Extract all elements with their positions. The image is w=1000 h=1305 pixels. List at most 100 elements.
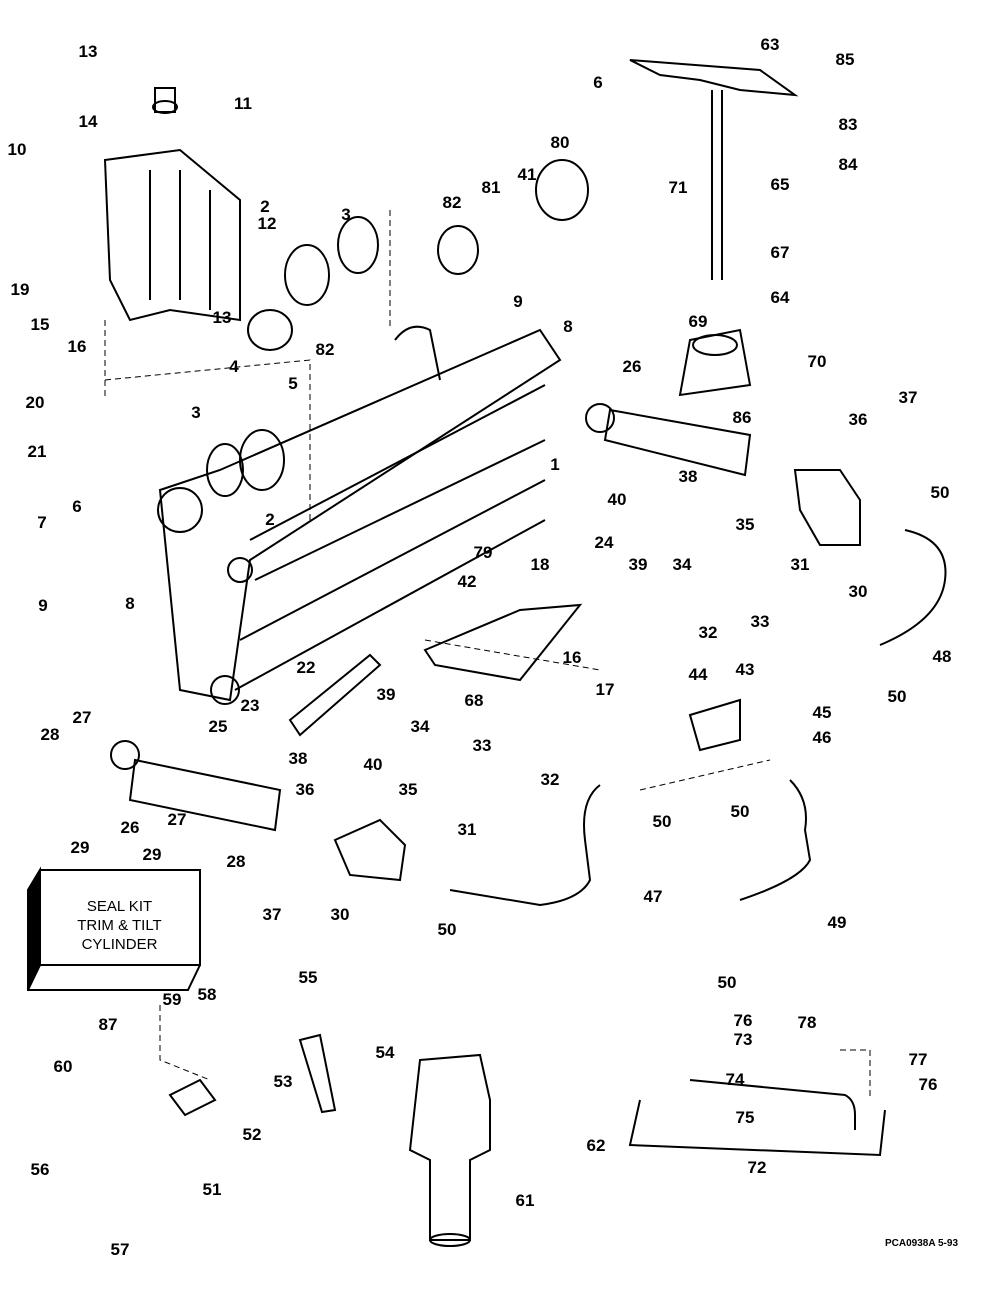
callout-33: 33 (750, 612, 770, 631)
callout-74: 74 (725, 1070, 745, 1089)
callout-27: 27 (167, 810, 187, 829)
swivel-bracket (157, 325, 562, 705)
callout-51: 51 (202, 1180, 222, 1199)
callout-13: 13 (212, 308, 232, 327)
dashed-lines (104, 210, 871, 1100)
callout-7: 7 (37, 513, 47, 532)
callout-36: 36 (848, 410, 868, 429)
callout-32: 32 (698, 623, 718, 642)
callout-22: 22 (296, 658, 316, 677)
steering-arm (629, 59, 799, 397)
callout-55: 55 (298, 968, 318, 987)
callout-79: 79 (473, 543, 493, 562)
trim-motor (408, 1053, 491, 1247)
callout-50: 50 (717, 973, 737, 992)
callout-9: 9 (38, 596, 48, 615)
callout-50: 50 (730, 802, 750, 821)
callout-40: 40 (363, 755, 383, 774)
callout-31: 31 (457, 820, 477, 839)
hoses (449, 529, 947, 907)
callout-50: 50 (437, 920, 457, 939)
callout-26: 26 (622, 357, 642, 376)
callout-68: 68 (464, 691, 484, 710)
callout-65: 65 (770, 175, 790, 194)
callout-47: 47 (643, 887, 663, 906)
callout-73: 73 (733, 1030, 753, 1049)
callout-13: 13 (78, 42, 98, 61)
callout-31: 31 (790, 555, 810, 574)
seal-kit-line1: SEAL KIT (86, 898, 153, 915)
callout-30: 30 (330, 905, 350, 924)
callout-42: 42 (457, 572, 477, 591)
callout-15: 15 (30, 315, 50, 334)
callout-71: 71 (668, 178, 688, 197)
callout-8: 8 (125, 594, 135, 613)
callout-39: 39 (376, 685, 396, 704)
callout-10: 10 (7, 140, 27, 159)
callout-49: 49 (827, 913, 847, 932)
trim-cylinders (110, 403, 752, 832)
callout-57: 57 (110, 1240, 130, 1259)
callout-63: 63 (760, 35, 780, 54)
callout-36: 36 (295, 780, 315, 799)
callout-77: 77 (908, 1050, 928, 1069)
callout-14: 14 (78, 112, 98, 131)
callout-16: 16 (562, 648, 582, 667)
support-bracket (103, 148, 241, 322)
callout-38: 38 (678, 467, 698, 486)
seal-kit-label: SEAL KIT TRIM & TILT CYLINDER (42, 897, 197, 954)
callout-34: 34 (410, 717, 430, 736)
callout-87: 87 (98, 1015, 118, 1034)
callout-56: 56 (30, 1160, 50, 1179)
callout-35: 35 (735, 515, 755, 534)
callout-20: 20 (25, 393, 45, 412)
callout-2: 2 (260, 197, 270, 216)
callout-2: 2 (265, 510, 275, 529)
callout-25: 25 (208, 717, 228, 736)
callout-54: 54 (375, 1043, 395, 1062)
callout-4: 4 (229, 357, 239, 376)
callout-82: 82 (315, 340, 335, 359)
callout-41: 41 (517, 165, 537, 184)
callout-27: 27 (72, 708, 92, 727)
callout-11: 11 (234, 94, 252, 113)
callout-64: 64 (770, 288, 790, 307)
callout-6: 6 (72, 497, 82, 516)
callout-50: 50 (887, 687, 907, 706)
callout-52: 52 (242, 1125, 262, 1144)
callout-61: 61 (515, 1191, 535, 1210)
callout-19: 19 (10, 280, 30, 299)
callout-17: 17 (595, 680, 615, 699)
callout-3: 3 (341, 205, 351, 224)
callout-86: 86 (732, 408, 752, 427)
callout-32: 32 (540, 770, 560, 789)
callout-85: 85 (835, 50, 855, 69)
callout-1: 1 (550, 455, 560, 474)
callout-62: 62 (586, 1136, 606, 1155)
callout-50: 50 (652, 812, 672, 831)
callout-46: 46 (812, 728, 832, 747)
callout-44: 44 (688, 665, 708, 684)
callout-76: 76 (918, 1075, 938, 1094)
callout-83: 83 (838, 115, 858, 134)
callout-45: 45 (812, 703, 832, 722)
callout-33: 33 (472, 736, 492, 755)
seal-kit-line3: CYLINDER (81, 936, 158, 953)
callout-75: 75 (735, 1108, 755, 1127)
bushings (152, 87, 589, 497)
callout-9: 9 (513, 292, 523, 311)
callout-34: 34 (672, 555, 692, 574)
callout-53: 53 (273, 1072, 293, 1091)
callout-43: 43 (735, 660, 755, 679)
callout-69: 69 (688, 312, 708, 331)
callout-16: 16 (67, 337, 87, 356)
callout-80: 80 (550, 133, 570, 152)
callout-48: 48 (932, 647, 952, 666)
callout-18: 18 (530, 555, 550, 574)
callout-5: 5 (288, 374, 298, 393)
callout-72: 72 (747, 1158, 767, 1177)
callout-37: 37 (262, 905, 282, 924)
callout-78: 78 (797, 1013, 817, 1032)
callout-82: 82 (442, 193, 462, 212)
